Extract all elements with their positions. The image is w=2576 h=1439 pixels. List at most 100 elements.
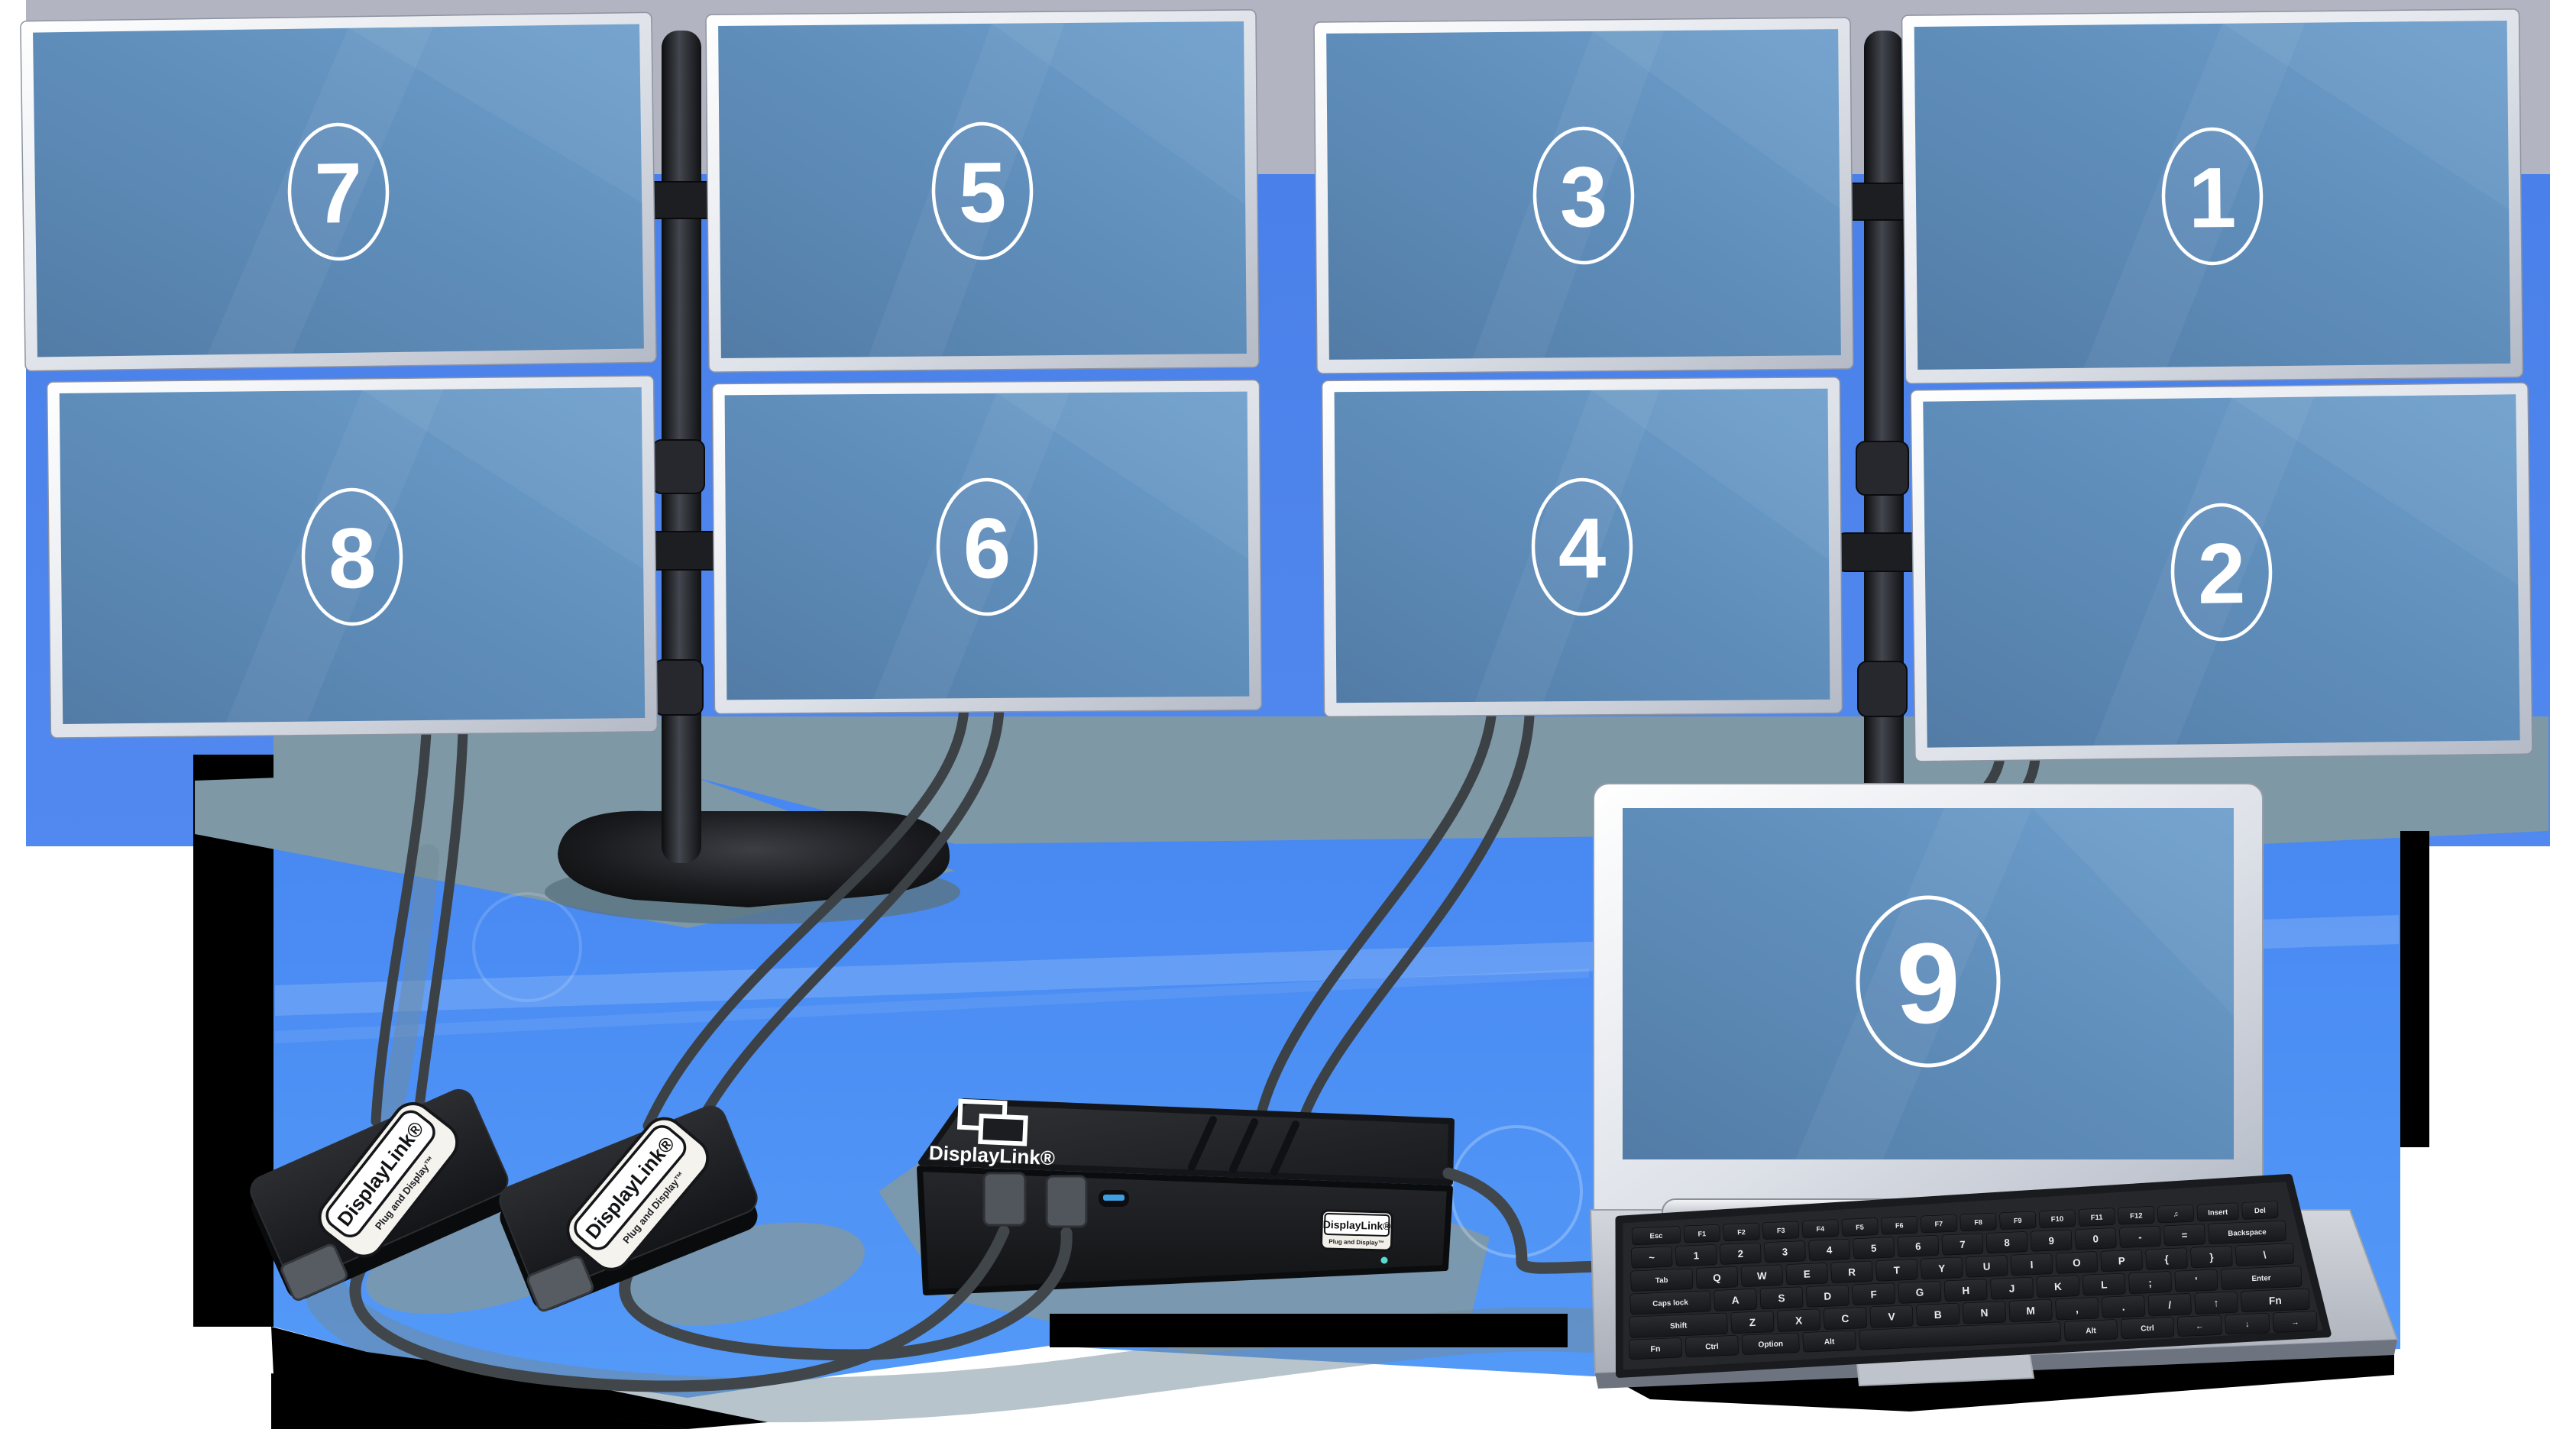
key-label: P xyxy=(2118,1255,2125,1266)
key-label: 9 xyxy=(2048,1235,2054,1247)
stand-collar-left-2 xyxy=(653,659,704,716)
key-label: L xyxy=(2101,1279,2108,1290)
key-, xyxy=(2055,1297,2099,1321)
screen-sheen xyxy=(207,27,434,355)
cable-monitor7-to-adapter1 xyxy=(411,726,468,1139)
monitor-number: 1 xyxy=(2188,150,2237,246)
key-Z xyxy=(1730,1311,1775,1334)
key-3 xyxy=(1764,1240,1806,1263)
key-label: 7 xyxy=(1960,1239,1966,1250)
key-H xyxy=(1944,1279,1988,1302)
key-label: Caps lock xyxy=(1652,1298,1689,1308)
key-G xyxy=(1898,1281,1942,1304)
key-label: \ xyxy=(2263,1249,2267,1260)
adapter-2-usb-plug xyxy=(526,1256,594,1312)
key-label: F4 xyxy=(1816,1225,1824,1233)
screen-sheen xyxy=(1474,390,1660,702)
screen-sheen xyxy=(2083,22,2306,368)
adapter-1-label-title-box xyxy=(325,1110,435,1238)
key-label: - xyxy=(2138,1231,2142,1243)
key-label: ~ xyxy=(1649,1252,1655,1263)
key-J xyxy=(1990,1276,2034,1300)
key-label: 4 xyxy=(1827,1244,1833,1256)
key-← xyxy=(2176,1315,2222,1337)
desk-highlight-band-2 xyxy=(275,968,1589,1043)
key-' xyxy=(2174,1269,2218,1292)
key-Shift xyxy=(1629,1312,1728,1338)
monitor-m8: 8 xyxy=(46,375,659,739)
key-Backspace xyxy=(2208,1221,2286,1244)
adapter-1-usb-plug xyxy=(280,1243,348,1302)
dock-front-details: DisplayLink® Plug and Display™ xyxy=(982,1172,1393,1264)
key-label: Alt xyxy=(1824,1337,1836,1347)
key-label: Y xyxy=(1938,1263,1946,1274)
key-label: R xyxy=(1848,1266,1856,1278)
key-label: F8 xyxy=(1974,1218,1982,1226)
monitor-number: 3 xyxy=(1559,149,1607,245)
key-label: Shift xyxy=(1670,1321,1688,1331)
monitor-number: 5 xyxy=(958,144,1006,241)
key-F12 xyxy=(2118,1206,2155,1225)
key-label: ; xyxy=(2148,1277,2152,1289)
key-Fn xyxy=(1628,1337,1682,1360)
laptop-number: 9 xyxy=(1896,919,1960,1047)
dock-label-title-box xyxy=(1323,1213,1390,1237)
key-label: ← xyxy=(2196,1321,2204,1331)
key-A xyxy=(1714,1289,1757,1311)
key-\ xyxy=(2235,1243,2294,1266)
key-label: F1 xyxy=(1697,1230,1706,1237)
monitor-number: 6 xyxy=(963,500,1011,596)
key-label: F10 xyxy=(2051,1215,2064,1224)
laptop-screen-sheen xyxy=(1795,808,2032,1159)
key-Alt xyxy=(2064,1319,2118,1342)
key-Esc xyxy=(1631,1226,1681,1246)
cable-monitor6-to-adapter2 xyxy=(642,703,969,1131)
key-label: 8 xyxy=(2004,1237,2010,1248)
key-1 xyxy=(1675,1244,1717,1267)
cable-monitor4-to-dock xyxy=(1257,711,1497,1116)
desk-underside-left xyxy=(271,1373,688,1429)
screen-sheen-corner xyxy=(991,21,1246,205)
dock-front-label: DisplayLink® Plug and Display™ xyxy=(1320,1209,1393,1252)
key-label: D xyxy=(1824,1291,1832,1302)
monitor-screen xyxy=(59,387,646,724)
key-5 xyxy=(1853,1237,1895,1260)
key-label: F11 xyxy=(2091,1214,2104,1223)
key-D xyxy=(1806,1285,1849,1308)
key-E xyxy=(1785,1263,1828,1285)
key-Y xyxy=(1921,1256,1963,1279)
cable-adapter2-to-dock xyxy=(619,1227,1073,1361)
screen-sheen-corner xyxy=(361,387,644,570)
key-→ xyxy=(2272,1311,2318,1333)
key-label: Tab xyxy=(1655,1276,1668,1285)
key-label: Enter xyxy=(2251,1274,2271,1283)
key-F7 xyxy=(1920,1214,1957,1234)
key-label: S xyxy=(1778,1292,1785,1304)
key-label: Del xyxy=(2254,1207,2266,1216)
key-F4 xyxy=(1801,1219,1839,1238)
key-2 xyxy=(1720,1242,1762,1265)
monitor-number-circle xyxy=(931,121,1034,260)
key-F1 xyxy=(1683,1224,1720,1243)
key-label: W xyxy=(1757,1270,1768,1282)
key-label: Alt xyxy=(2086,1327,2097,1336)
key-label: F6 xyxy=(1895,1221,1904,1229)
key-label: C xyxy=(1841,1313,1849,1324)
monitor-number: 7 xyxy=(314,145,363,241)
key-{ xyxy=(2145,1247,2188,1270)
stand-collar-left-1 xyxy=(652,439,705,494)
key-F10 xyxy=(2039,1209,2076,1228)
cable-adapter1-to-dock xyxy=(349,1225,1010,1392)
key-label: I xyxy=(2030,1259,2033,1270)
desk-underside-center xyxy=(1050,1314,1568,1347)
monitor-m4: 4 xyxy=(1321,376,1843,718)
monitor-m2: 2 xyxy=(1910,382,2533,762)
key-label: V xyxy=(1888,1311,1896,1322)
usb-port-blue-tab xyxy=(1103,1195,1125,1201)
cable-monitor3-to-dock xyxy=(1298,711,1535,1124)
key-space xyxy=(1859,1321,2062,1350)
key-F8 xyxy=(1960,1212,1997,1232)
key-/ xyxy=(2147,1293,2192,1317)
